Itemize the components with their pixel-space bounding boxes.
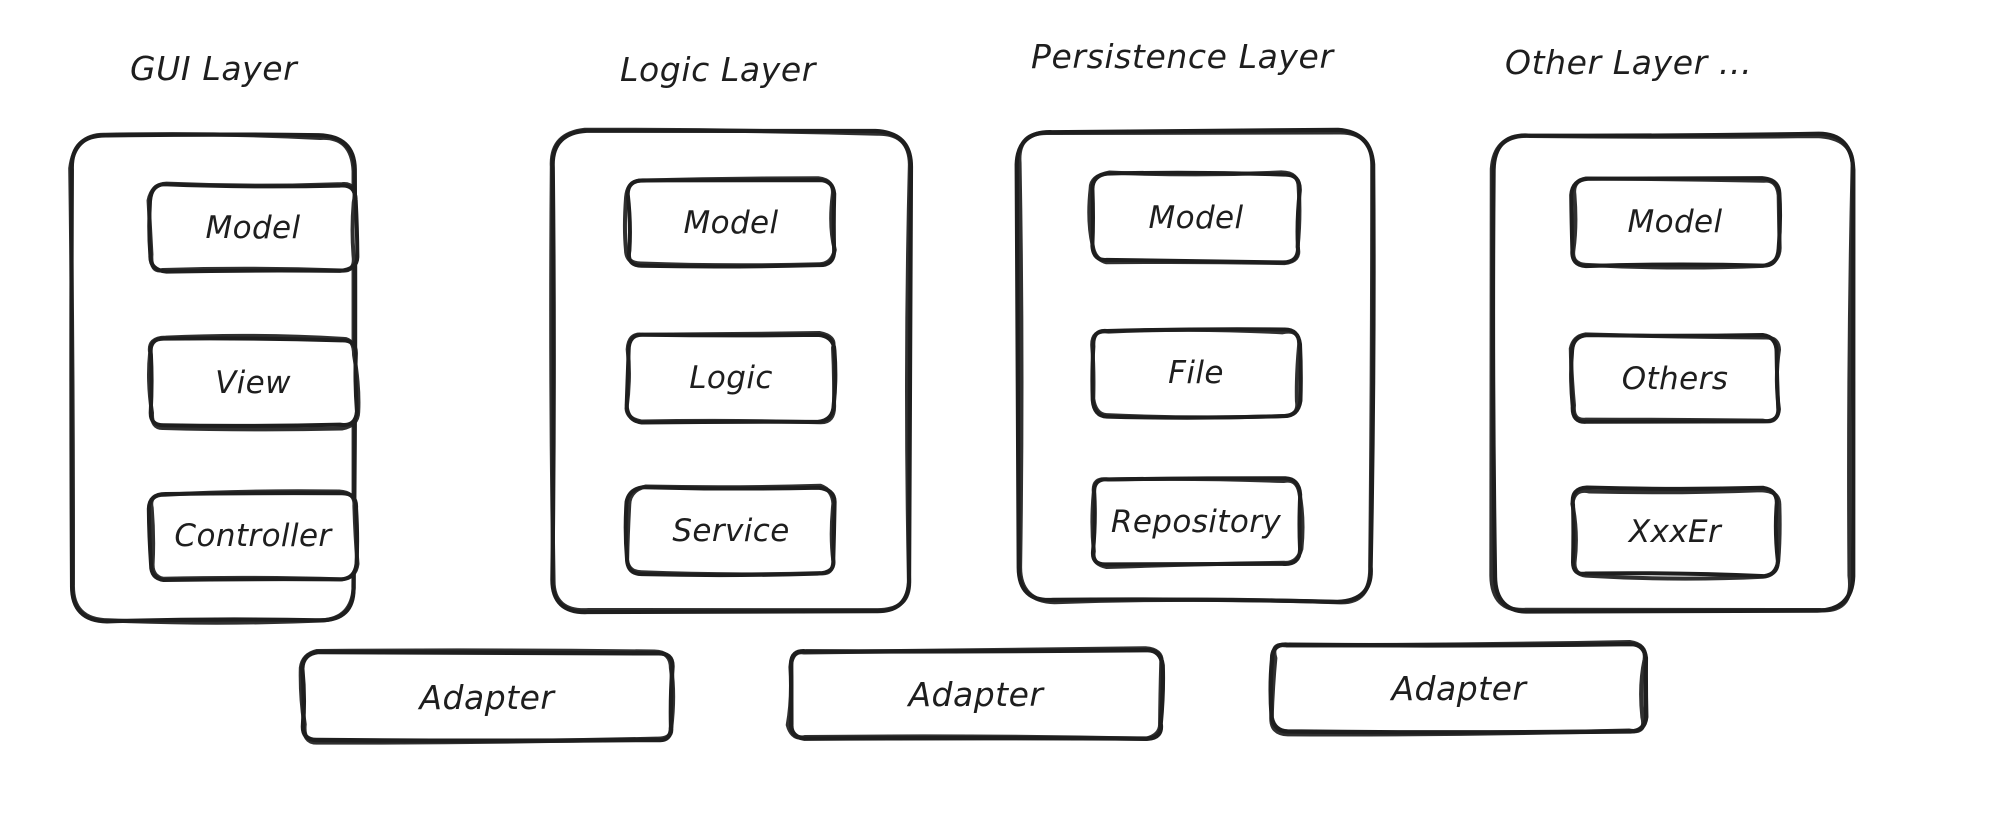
layer-title-logic-layer: Logic Layer	[620, 50, 816, 89]
component-box-other-layer-xxxer[interactable]	[1570, 485, 1782, 581]
adapter-label-1-text: Adapter	[419, 677, 555, 717]
adapter-label-2-text: Adapter	[908, 674, 1044, 714]
component-box-gui-layer-view[interactable]	[147, 333, 361, 432]
component-label-other-layer-model-text: Model	[1627, 203, 1723, 240]
component-box-persistence-layer-model[interactable]	[1087, 170, 1302, 266]
component-label-logic-layer-logic: Logic	[628, 335, 834, 421]
component-label-persistence-layer-repository-text: Repository	[1110, 503, 1282, 540]
component-label-other-layer-xxxer-text: XxxEr	[1628, 513, 1722, 550]
component-label-logic-layer-service-text: Service	[672, 512, 790, 549]
layer-title-other-layer: Other Layer ...	[1505, 43, 1753, 82]
component-label-gui-layer-controller: Controller	[150, 493, 356, 579]
component-box-logic-layer-logic[interactable]	[624, 330, 838, 425]
component-box-gui-layer-controller[interactable]	[146, 489, 360, 583]
component-label-logic-layer-service: Service	[628, 488, 834, 574]
component-label-logic-layer-model: Model	[628, 180, 834, 266]
layer-title-persistence-layer: Persistence Layer	[1031, 37, 1334, 76]
component-label-persistence-layer-file-text: File	[1168, 354, 1224, 391]
component-label-gui-layer-view: View	[150, 340, 356, 426]
component-label-persistence-layer-file: File	[1093, 330, 1299, 416]
component-label-gui-layer-model-text: Model	[205, 209, 301, 246]
component-label-gui-layer-controller-text: Controller	[174, 517, 332, 554]
component-label-persistence-layer-model: Model	[1093, 175, 1299, 261]
component-label-other-layer-model: Model	[1572, 179, 1778, 265]
component-box-persistence-layer-repository[interactable]	[1090, 476, 1305, 570]
adapter-box-1[interactable]	[298, 648, 676, 745]
component-label-persistence-layer-repository: Repository	[1093, 479, 1299, 565]
component-label-logic-layer-logic-text: Logic	[689, 359, 773, 396]
component-box-other-layer-others[interactable]	[1568, 332, 1782, 424]
component-label-persistence-layer-model-text: Model	[1148, 199, 1244, 236]
component-label-other-layer-xxxer: XxxEr	[1572, 489, 1778, 575]
adapter-label-1: Adapter	[302, 653, 672, 741]
component-label-logic-layer-model-text: Model	[683, 204, 779, 241]
component-label-gui-layer-view-text: View	[215, 364, 291, 401]
layer-title-gui-layer: GUI Layer	[130, 49, 298, 88]
component-label-other-layer-others: Others	[1572, 336, 1778, 422]
component-box-persistence-layer-file[interactable]	[1090, 327, 1303, 420]
adapter-label-3-text: Adapter	[1391, 668, 1527, 708]
component-label-other-layer-others-text: Others	[1621, 360, 1729, 397]
adapter-box-3[interactable]	[1268, 639, 1649, 737]
component-box-other-layer-model[interactable]	[1569, 176, 1783, 270]
adapter-box-2[interactable]	[785, 646, 1166, 742]
component-box-logic-layer-service[interactable]	[623, 483, 837, 578]
component-label-gui-layer-model: Model	[150, 185, 356, 271]
adapter-label-3: Adapter	[1273, 644, 1645, 732]
adapter-label-2: Adapter	[790, 650, 1162, 738]
component-box-gui-layer-model[interactable]	[146, 181, 360, 274]
component-box-logic-layer-model[interactable]	[622, 176, 837, 269]
